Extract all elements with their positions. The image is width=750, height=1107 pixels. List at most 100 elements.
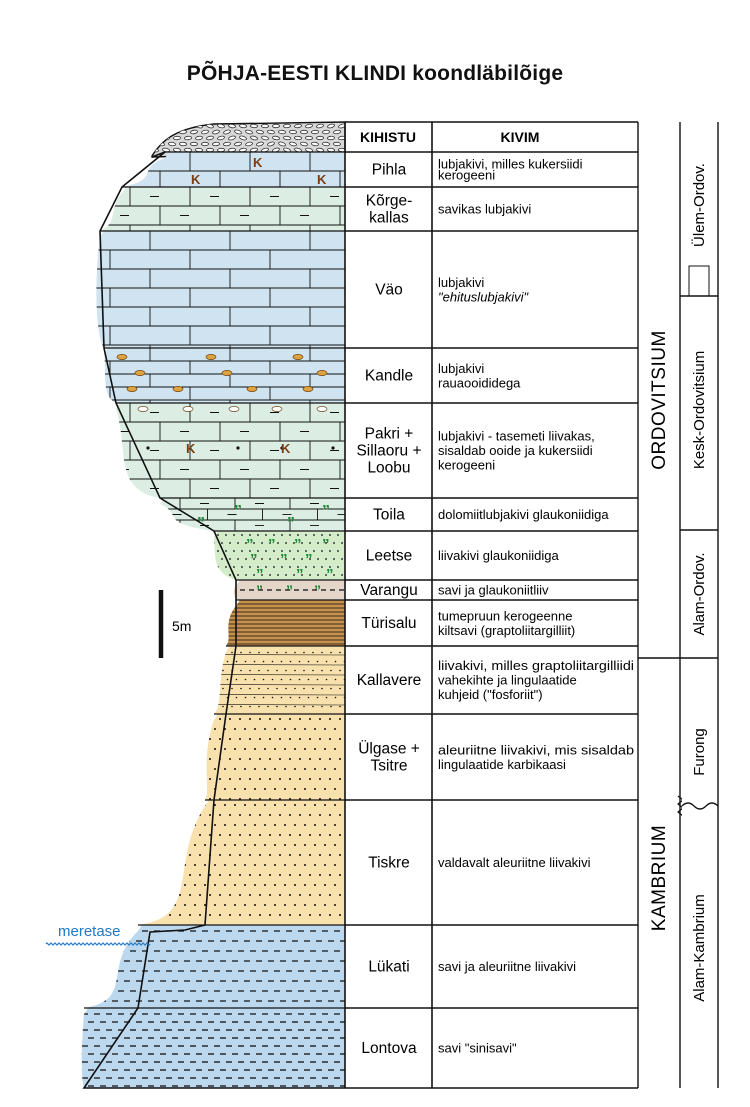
lithology-text: kiltsavi (graptoliitargilliit) bbox=[438, 623, 575, 638]
row-leetse: Leetse liivakivi glaukoniidiga bbox=[366, 548, 560, 565]
glauconite-grain-icon: ” bbox=[256, 582, 263, 598]
series-upper-ordovician: Ülem-Ordov. bbox=[690, 163, 708, 247]
series-middle-ordovician: Kesk-Ordovitsium bbox=[691, 351, 708, 469]
scale-label: 5m bbox=[172, 618, 191, 634]
formation-name: kallas bbox=[369, 210, 409, 227]
glauconite-grain-icon: ” bbox=[296, 566, 304, 583]
ooid-icon bbox=[316, 406, 328, 412]
formation-name: Loobu bbox=[367, 460, 410, 477]
sea-level-label: meretase bbox=[58, 923, 121, 940]
glauconite-grain-icon: ” bbox=[286, 582, 293, 598]
lithology-text: dolomiitlubjakivi glaukoniidiga bbox=[438, 507, 609, 522]
lithology-text: vahekihte ja lingulaatide bbox=[438, 673, 577, 688]
layer-kallavere bbox=[214, 645, 345, 714]
glauconite-grain-icon: ” bbox=[234, 503, 242, 520]
glauconite-grain-icon: ” bbox=[250, 551, 258, 568]
ooid-icon bbox=[182, 406, 194, 412]
ooid-icon bbox=[246, 386, 258, 392]
series-lower-cambrian: Alam-Kambrium bbox=[691, 894, 708, 1002]
ooid-icon bbox=[137, 406, 149, 412]
ooid-icon bbox=[271, 406, 283, 412]
ooid-icon bbox=[228, 406, 240, 412]
layer-turisalu bbox=[226, 599, 345, 646]
row-korgekallas: Kõrge-kallas savikas lubjakivi bbox=[366, 193, 532, 227]
formation-name: Kõrge- bbox=[366, 193, 413, 210]
glauconite-grain-icon: ” bbox=[246, 536, 254, 553]
formation-name: Kallavere bbox=[357, 672, 422, 689]
header-formation: KIHISTU bbox=[360, 129, 416, 145]
layer-varangu: ” ” ” bbox=[233, 579, 345, 600]
formation-name: Pakri + bbox=[365, 426, 414, 443]
glauconite-grain-icon: ” bbox=[322, 503, 330, 520]
glauconite-grain-icon: ” bbox=[314, 582, 321, 598]
formation-name: Leetse bbox=[366, 548, 413, 565]
layer-vao bbox=[96, 230, 345, 348]
header-lithology: KIVIM bbox=[501, 129, 540, 145]
sea-level: meretase bbox=[45, 923, 151, 946]
formation-name: Sillaoru + bbox=[356, 443, 421, 460]
row-kallavere: Kallavere liivakivi, milles graptoliitarg… bbox=[357, 658, 634, 702]
kukersite-k-icon: K bbox=[281, 441, 291, 456]
layer-tiskre bbox=[138, 799, 345, 925]
row-ulgase: Ülgase +Tsitre aleuriitne liivakivi, mis … bbox=[358, 740, 634, 775]
lithology-text: sisaldab ooide ja kukersiidi bbox=[438, 443, 593, 458]
glauconite-grain-icon: ” bbox=[322, 536, 330, 553]
glauconite-grain-icon: ” bbox=[287, 515, 295, 532]
ooid-icon bbox=[302, 386, 314, 392]
kukersite-k-icon: K bbox=[317, 172, 327, 187]
ooid-icon bbox=[134, 370, 146, 376]
formation-name: Tsitre bbox=[370, 758, 407, 775]
kukersite-k-icon: K bbox=[191, 172, 201, 187]
lithology-text: "ehituslubjakivi" bbox=[438, 289, 530, 304]
ooid-icon bbox=[221, 370, 233, 376]
lithology-text: liivakivi, milles graptoliitargilliidi bbox=[438, 658, 634, 673]
chronostratigraphy-columns: ORDOVITSIUM KAMBRIUM Ülem-Ordov. Kesk-Ordov… bbox=[637, 122, 719, 1088]
lithology-text: tumepruun kerogeenne bbox=[438, 608, 572, 623]
layer-pihla bbox=[122, 151, 345, 187]
scale-bar: 5m bbox=[158, 590, 191, 658]
glauconite-grain-icon: ” bbox=[268, 536, 276, 553]
formation-name: Lükati bbox=[368, 959, 409, 976]
glauconite-grain-icon: ” bbox=[305, 551, 313, 568]
ooid-icon bbox=[126, 386, 138, 392]
unconformity-icon bbox=[681, 802, 719, 810]
kukersite-k-icon: K bbox=[253, 155, 263, 170]
lithology-text: valdavalt aleuriitne liivakivi bbox=[438, 855, 591, 870]
lithology-text: lingulaatide karbikaasi bbox=[438, 757, 566, 772]
formation-name: Pihla bbox=[372, 162, 407, 179]
lithology-text: aleuriitne liivakivi, mis sisaldab bbox=[438, 742, 634, 757]
ooid-icon bbox=[205, 354, 217, 360]
row-toila: Toila dolomiitlubjakivi glaukoniidiga bbox=[373, 507, 609, 524]
lithology-text: liivakivi glaukoniidiga bbox=[438, 548, 559, 563]
ooid-icon bbox=[172, 386, 184, 392]
ooid-icon bbox=[316, 370, 328, 376]
formation-name: Lontova bbox=[361, 1040, 417, 1057]
lithology-text: savi ja aleuriitne liivakivi bbox=[438, 959, 576, 974]
series-label-box bbox=[688, 265, 710, 297]
system-ordovician: ORDOVITSIUM bbox=[649, 330, 670, 470]
glauconite-grain-icon: ” bbox=[326, 566, 334, 583]
layer-ulgase bbox=[205, 713, 345, 800]
formation-name: Toila bbox=[373, 507, 405, 524]
series-lower-ordovician: Alam-Ordov. bbox=[691, 552, 708, 635]
lithology-text: savikas lubjakivi bbox=[438, 202, 531, 217]
page-title: PÕHJA-EESTI KLINDI koondläbilõige bbox=[186, 62, 564, 85]
formation-name: Ülgase + bbox=[358, 740, 420, 758]
system-cambrian: KAMBRIUM bbox=[649, 825, 670, 931]
layer-leetse: ”””””””””” bbox=[214, 530, 345, 583]
layer-korgekallas bbox=[100, 186, 345, 231]
series-furongian: Furong bbox=[691, 728, 708, 776]
glauconite-grain-icon: ” bbox=[294, 536, 302, 553]
glauconite-grain-icon: ” bbox=[280, 551, 288, 568]
formation-name: Väo bbox=[375, 282, 403, 299]
kukersite-k-icon: K bbox=[186, 441, 196, 456]
lithology-text: lubjakivi - tasemeti liivakas, bbox=[438, 429, 595, 444]
